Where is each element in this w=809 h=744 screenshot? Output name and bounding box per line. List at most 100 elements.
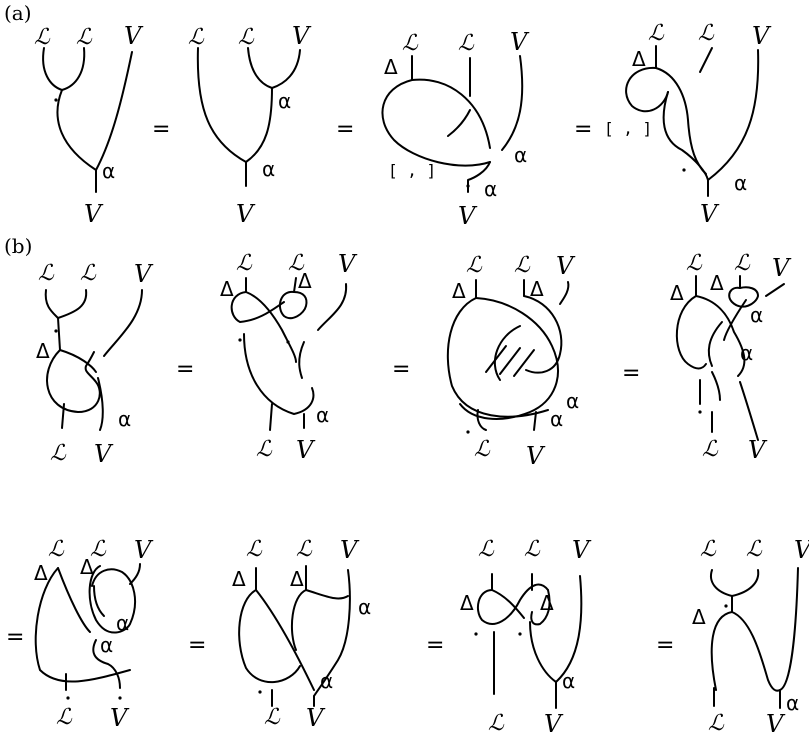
alpha-label: α (316, 403, 329, 427)
equals-sign: = (6, 625, 24, 650)
equals-sign: = (426, 633, 444, 658)
diagram-b5: Δ Δ ℒ ℒ V α α ℒ V (34, 536, 154, 732)
delta-label: Δ (710, 271, 724, 295)
delta-label: Δ (298, 269, 312, 293)
diagram-b6: Δ Δ ℒ ℒ V α α ℒ V (232, 536, 371, 732)
unit-dot (118, 696, 122, 700)
unit-dot (66, 696, 70, 700)
alpha-label: α (740, 341, 753, 365)
strand (491, 589, 525, 619)
delta-label: Δ (384, 55, 398, 79)
V-label: V (236, 200, 256, 228)
V-label: V (752, 22, 772, 50)
delta-label: Δ (232, 567, 246, 591)
alpha-label: α (750, 303, 763, 327)
V-label: V (134, 536, 154, 564)
equals-sign: = (152, 117, 170, 142)
L-label: ℒ (188, 25, 205, 50)
strand (230, 291, 285, 323)
diagram-b8: Δ ℒ ℒ V α ℒ V (692, 536, 809, 738)
strand (731, 567, 799, 692)
alpha-label: α (320, 669, 333, 693)
alpha-label: α (358, 595, 371, 619)
equals-sign: = (622, 361, 640, 386)
V-label: V (306, 704, 326, 732)
alpha-label: α (102, 159, 115, 183)
L-label: ℒ (38, 261, 55, 286)
strand (57, 317, 61, 351)
unit-dot (466, 430, 470, 434)
L-label: ℒ (48, 537, 65, 562)
diagram-b1: Δ ℒ ℒ V α ℒ V (36, 260, 154, 468)
diagram-a4: Δ ℒ ℒ V [ , ] α V (604, 21, 772, 228)
strand (533, 411, 537, 431)
strand (97, 377, 104, 431)
V-label: V (526, 442, 546, 470)
equals-sign: = (188, 633, 206, 658)
L-label: ℒ (236, 251, 253, 276)
V-label: V (458, 202, 478, 230)
V-label: V (124, 22, 144, 50)
unit-dot (258, 690, 262, 694)
strand (34, 567, 131, 683)
L-label: ℒ (488, 711, 505, 736)
strand (61, 47, 86, 91)
alpha-label: α (118, 407, 131, 431)
V-label: V (296, 436, 316, 464)
strand (92, 639, 121, 689)
strand (238, 589, 301, 684)
V-label: V (94, 440, 114, 468)
equals-sign: = (574, 117, 592, 142)
L-label: ℒ (402, 31, 419, 56)
L-label: ℒ (702, 437, 719, 462)
strand (95, 51, 133, 171)
alpha-label: α (484, 177, 497, 201)
L-label: ℒ (34, 25, 51, 50)
delta-label: Δ (290, 567, 304, 591)
strand (59, 349, 97, 373)
unit-dot (682, 168, 686, 172)
strand (523, 295, 563, 374)
V-label: V (110, 704, 130, 732)
unit-dot (466, 184, 470, 188)
L-label: ℒ (296, 537, 313, 562)
delta-label: Δ (530, 277, 544, 301)
strand (243, 333, 315, 415)
alpha-label: α (100, 633, 113, 657)
strand (485, 345, 507, 373)
strand (196, 47, 247, 163)
strand (93, 585, 105, 617)
delta-label: Δ (34, 561, 48, 585)
alpha-label: α (566, 389, 579, 413)
V-label: V (292, 22, 312, 50)
strand (61, 403, 65, 429)
diagram-b3: Δ Δ ℒ ℒ V α α ℒ V (446, 252, 579, 470)
strand (739, 381, 759, 441)
L-label: ℒ (698, 21, 715, 46)
strand (699, 47, 713, 73)
V-label: V (556, 252, 576, 280)
unit-dot (54, 329, 58, 333)
L-label: ℒ (478, 537, 495, 562)
diagram-b2: Δ Δ ℒ ℒ V α ℒ V (220, 250, 358, 464)
strand (675, 295, 707, 370)
L-label: ℒ (524, 537, 541, 562)
alpha-label: α (116, 611, 129, 635)
unit-dot (54, 98, 58, 102)
delta-label: Δ (36, 339, 50, 363)
alpha-label: α (550, 407, 563, 431)
strand (447, 109, 471, 137)
unit-dot (238, 338, 242, 342)
L-label: ℒ (458, 31, 475, 56)
strand (290, 589, 307, 651)
alpha-label: α (562, 669, 575, 693)
strand (271, 49, 301, 89)
strand (529, 621, 557, 683)
delta-label: Δ (670, 281, 684, 305)
V-label: V (84, 200, 104, 228)
L-label: ℒ (648, 21, 665, 46)
unit-dot (518, 632, 522, 636)
unit-dot (698, 410, 702, 414)
strand (44, 289, 59, 319)
L-label: ℒ (734, 251, 751, 276)
